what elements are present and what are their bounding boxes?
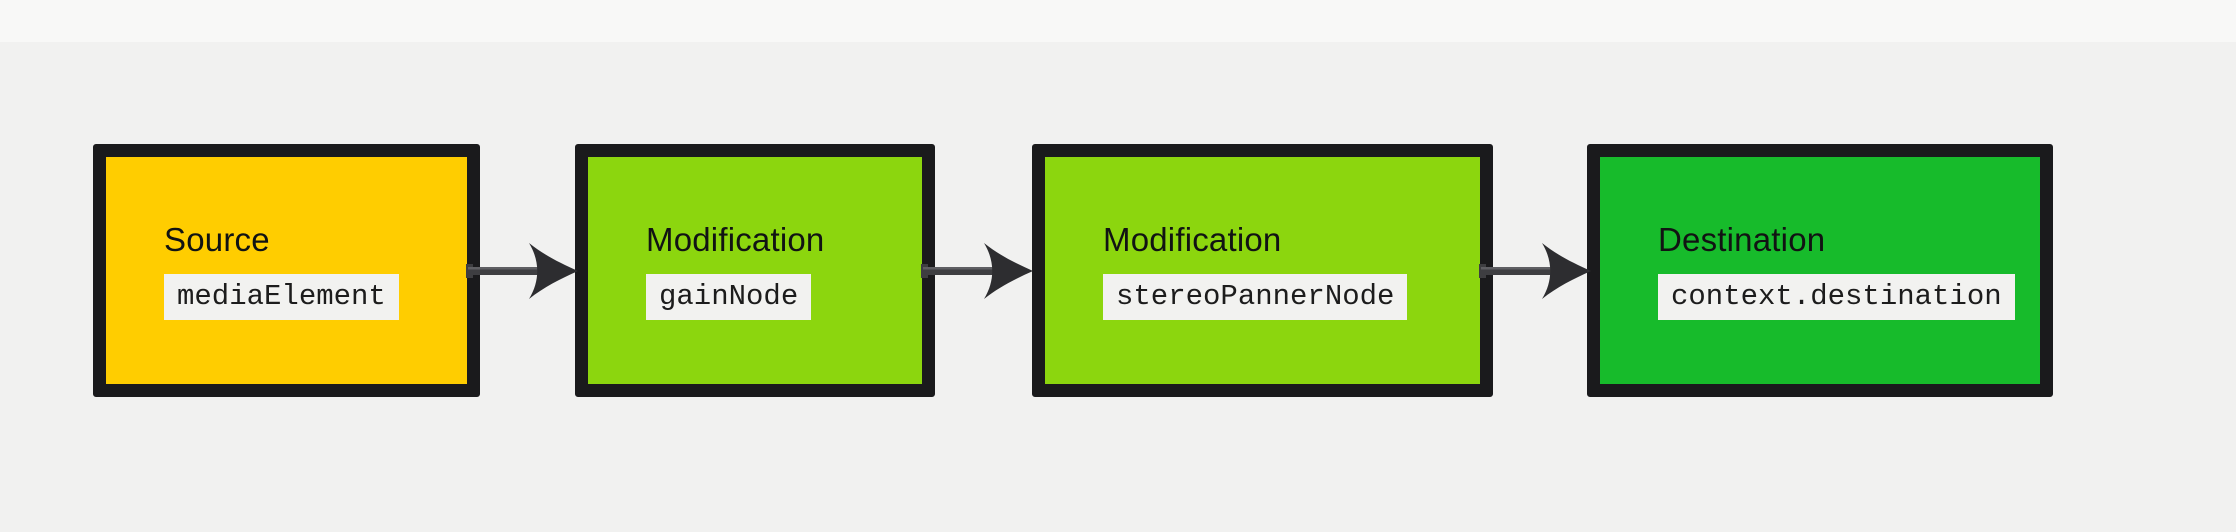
right-arrow-icon xyxy=(1479,242,1591,299)
node-role-label: Source xyxy=(164,220,270,258)
right-arrow-icon xyxy=(466,242,578,299)
node-modification-gain: Modification gainNode xyxy=(575,144,935,397)
flow-arrow xyxy=(466,144,578,397)
node-role-label: Modification xyxy=(646,220,825,258)
flow-arrow xyxy=(921,144,1033,397)
node-modification-panner: Modification stereoPannerNode xyxy=(1032,144,1493,397)
audio-pipeline: Source mediaElement Modification gainNod… xyxy=(93,144,2053,397)
node-destination: Destination context.destination xyxy=(1587,144,2053,397)
top-band xyxy=(0,0,2236,42)
node-code-chip: context.destination xyxy=(1658,273,2015,321)
node-code-chip: gainNode xyxy=(646,273,812,321)
right-arrow-icon xyxy=(921,242,1033,299)
node-source: Source mediaElement xyxy=(93,144,480,397)
node-role-label: Modification xyxy=(1103,220,1282,258)
node-code-chip: stereoPannerNode xyxy=(1103,273,1408,321)
flow-arrow xyxy=(1479,144,1591,397)
node-code-chip: mediaElement xyxy=(164,273,399,321)
node-role-label: Destination xyxy=(1658,220,1826,258)
